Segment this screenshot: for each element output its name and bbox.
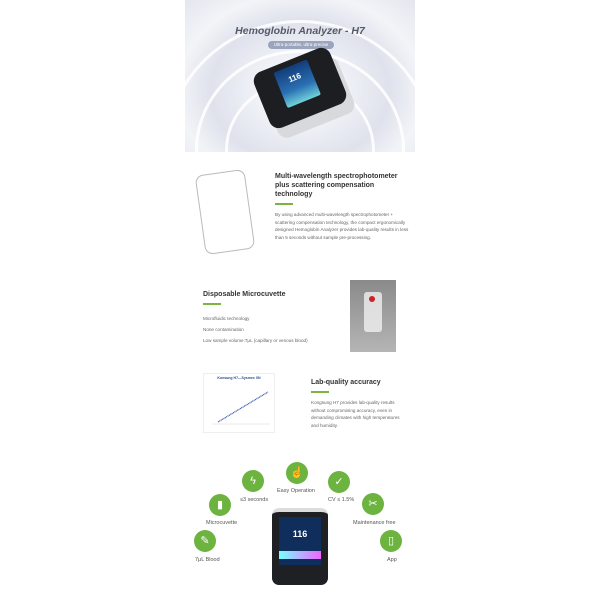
feature-accuracy: Lab-quality accuracy Kongsung H7 provide… — [311, 378, 406, 429]
feature-label: Maintenance free — [353, 520, 396, 526]
product-page: Hemoglobin Analyzer - H7 Ultra-portable,… — [185, 0, 415, 600]
chart-title: Konsung H7—Sysmex XN — [217, 376, 261, 380]
phone-icon: ▯ — [380, 530, 402, 552]
device-front-image: 116 — [272, 508, 328, 585]
cuvette-icon: ▮ — [209, 494, 231, 516]
scatter-plot — [212, 391, 270, 425]
microcuvette-image — [350, 280, 396, 352]
drop-icon: ✎ — [194, 530, 216, 552]
device-screen: 116 — [279, 517, 321, 565]
feature-label: CV ≤ 1.5% — [328, 497, 355, 503]
feature-label: Microcuvette — [206, 520, 238, 526]
feature-body: By using advanced multi-wavelength spect… — [275, 212, 409, 240]
feature-title: Multi-wavelength spectrophotometer plus … — [275, 173, 398, 198]
feature-title: Disposable Microcuvette — [203, 291, 286, 298]
feature-label: ≤3 seconds — [240, 497, 269, 503]
feature-item: Low sample volume:7μL (capillary or veno… — [203, 338, 308, 343]
check-icon: ✓ — [328, 471, 350, 493]
feature-label: Easy Operation — [277, 488, 315, 494]
feature-body: Kongsung H7 provides lab-quality results… — [311, 400, 400, 428]
lightning-icon: ϟ — [242, 470, 264, 492]
feature-item: Microfluidic technology — [203, 316, 250, 321]
hero-title: Hemoglobin Analyzer - H7 — [235, 25, 365, 37]
hero-banner: Hemoglobin Analyzer - H7 Ultra-portable,… — [185, 0, 415, 152]
feature-item: None contamination — [203, 327, 244, 332]
hero-subtitle: Ultra-portable, ultra-precise — [268, 41, 334, 49]
feature-label: 7μL Blood — [195, 557, 220, 563]
feature-microcuvette: Disposable Microcuvette Microfluidic tec… — [203, 290, 353, 346]
hand-icon: ☝ — [286, 462, 308, 484]
device-screen: 116 — [273, 59, 322, 109]
device-sketch — [194, 168, 256, 256]
accuracy-chart: Konsung H7—Sysmex XN — [203, 373, 275, 433]
wrench-icon: ✂ — [362, 493, 384, 515]
feature-label: App — [387, 557, 397, 563]
feature-spectro: Multi-wavelength spectrophotometer plus … — [275, 172, 410, 241]
feature-title: Lab-quality accuracy — [311, 379, 381, 386]
